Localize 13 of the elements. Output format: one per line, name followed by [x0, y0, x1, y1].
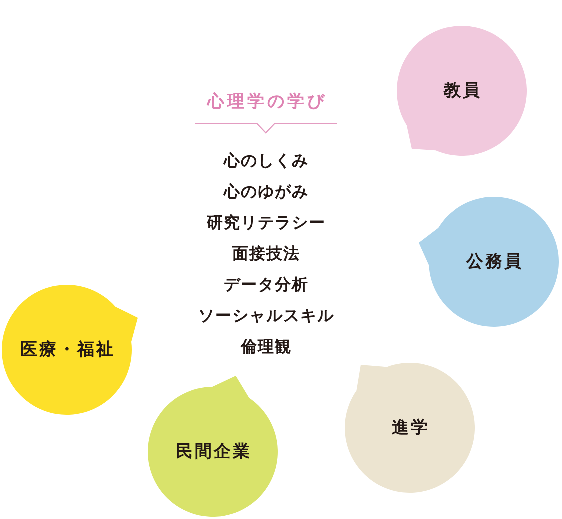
heading: 心理学の学び — [206, 92, 328, 112]
list-item: 研究リテラシー — [206, 213, 326, 233]
list-item: 心のゆがみ — [223, 182, 309, 202]
list-item: ソーシャルスキル — [198, 306, 334, 326]
node-label: 進学 — [391, 418, 430, 438]
node-label: 教員 — [442, 81, 482, 101]
node-label: 民間企業 — [175, 442, 252, 462]
list-item: 面接技法 — [232, 244, 300, 264]
list-item: 心のしくみ — [223, 151, 309, 171]
node-label: 公務員 — [465, 252, 524, 272]
list-item: データ分析 — [223, 275, 309, 295]
list-item: 倫理観 — [240, 337, 292, 357]
node-label: 医療・福祉 — [20, 340, 116, 360]
